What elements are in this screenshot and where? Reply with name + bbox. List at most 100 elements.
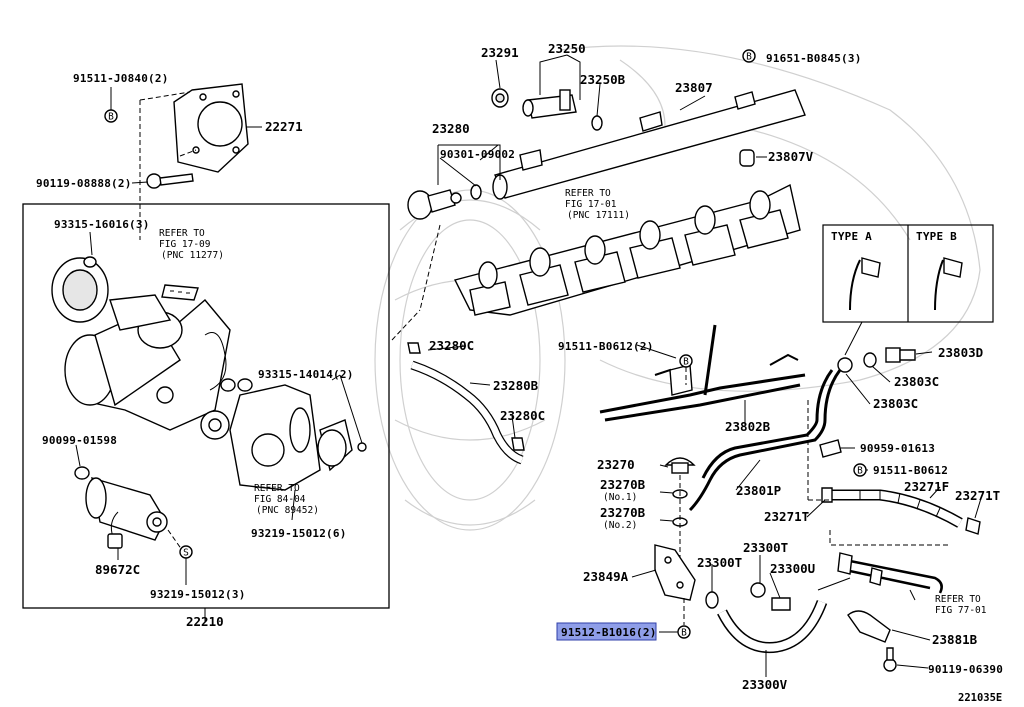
label-23803d: 23803D bbox=[938, 345, 983, 360]
pressure-regulator-23280 bbox=[407, 189, 462, 220]
label-23300t-left: 23300T bbox=[697, 555, 742, 570]
clamp-90959-01613 bbox=[819, 439, 842, 458]
throttle-body-group-frame bbox=[22, 203, 390, 609]
pressure-damper-23270 bbox=[664, 457, 696, 474]
refer-note-2-line2: FIG 17-01 bbox=[565, 199, 617, 210]
label-90099-01598: 90099-01598 bbox=[42, 434, 117, 447]
label-23291: 23291 bbox=[481, 45, 519, 60]
refer-note-2-line1: REFER TO bbox=[565, 188, 611, 199]
label-23807v: 23807V bbox=[768, 149, 814, 164]
symbol-b-91511-b0612-2: B bbox=[679, 354, 693, 368]
o-ring-23250b bbox=[591, 115, 603, 131]
fuel-delivery-pipe-23807 bbox=[492, 89, 806, 200]
label-23849a: 23849A bbox=[583, 569, 629, 584]
label-89672c: 89672C bbox=[95, 562, 140, 577]
type-a-union bbox=[849, 257, 881, 311]
svg-text:B: B bbox=[681, 628, 687, 639]
fuel-hose-23801p bbox=[688, 369, 842, 512]
clamp-23271t-right bbox=[965, 517, 981, 535]
refer-note-1-line2: FIG 17-09 bbox=[159, 239, 211, 250]
watermark-emblem bbox=[374, 189, 566, 531]
label-93315-16016: 93315-16016(3) bbox=[54, 218, 150, 231]
highlight-91512-b1016[interactable] bbox=[556, 622, 657, 641]
o-ring-small bbox=[220, 378, 253, 392]
label-23803c-a: 23803C bbox=[894, 374, 939, 389]
label-23280c-top: 23280C bbox=[429, 338, 474, 353]
throttle-body-22210 bbox=[51, 256, 231, 431]
label-no2: (No.2) bbox=[603, 520, 637, 531]
svg-text:B: B bbox=[683, 357, 689, 368]
label-23881b: 23881B bbox=[932, 632, 978, 647]
label-plate bbox=[161, 284, 199, 301]
gasket-22271 bbox=[173, 83, 249, 173]
refer-note-3-line2: FIG 84-04 bbox=[254, 494, 306, 505]
label-23271t-right: 23271T bbox=[955, 488, 1000, 503]
refer-note-4-line1: REFER TO bbox=[935, 594, 981, 605]
label-no1: (No.1) bbox=[603, 492, 637, 503]
type-b-union bbox=[934, 257, 963, 311]
bolt-90119-06390 bbox=[883, 647, 897, 672]
clamp-23271t-left bbox=[821, 487, 833, 503]
label-90119-08888: 90119-08888(2) bbox=[36, 177, 132, 190]
fuel-tube-refer-77-01 bbox=[817, 552, 943, 594]
label-23280c-bottom: 23280C bbox=[500, 408, 545, 423]
intake-manifold bbox=[453, 183, 801, 316]
hose-23271f bbox=[830, 489, 963, 528]
label-22210: 22210 bbox=[186, 614, 224, 629]
cushion-23291 bbox=[491, 88, 509, 108]
sensor-cover bbox=[229, 384, 353, 491]
symbol-b-91512-b1016: B bbox=[677, 625, 691, 639]
label-93315-14014: 93315-14014(2) bbox=[258, 368, 354, 381]
idle-actuator bbox=[85, 477, 168, 549]
label-23250: 23250 bbox=[548, 41, 586, 56]
vacuum-hose-23280b bbox=[410, 360, 524, 465]
label-23300u: 23300U bbox=[770, 561, 815, 576]
label-90959-01613: 90959-01613 bbox=[860, 442, 935, 455]
symbol-s-93219-15012: S bbox=[179, 545, 193, 559]
bracket-23802 bbox=[669, 364, 693, 396]
hose-23300v bbox=[717, 599, 828, 654]
label-23802b: 23802B bbox=[725, 419, 771, 434]
union-23803c bbox=[837, 352, 877, 373]
svg-text:S: S bbox=[183, 548, 189, 559]
union-23300t-right bbox=[750, 582, 766, 598]
label-22271: 22271 bbox=[265, 119, 303, 134]
legend-type-b: TYPE B bbox=[916, 230, 957, 243]
o-ring-90301-09002 bbox=[470, 184, 482, 200]
label-23803c-b: 23803C bbox=[873, 396, 918, 411]
bracket-23849a bbox=[654, 544, 696, 601]
label-23300v: 23300V bbox=[742, 677, 788, 692]
label-23271f: 23271F bbox=[904, 479, 949, 494]
refer-note-2-line3: (PNC 17111) bbox=[567, 210, 630, 221]
label-91511-j0840: 91511-J0840(2) bbox=[73, 72, 169, 85]
diagram-code: 221035E bbox=[958, 692, 1002, 704]
label-23271t-left: 23271T bbox=[764, 509, 809, 524]
gear-disc bbox=[200, 410, 230, 440]
washer-90099-01598 bbox=[74, 466, 90, 480]
refer-note-4-line2: FIG 77-01 bbox=[935, 605, 987, 616]
label-23807: 23807 bbox=[675, 80, 713, 95]
refer-note-1-line1: REFER TO bbox=[159, 228, 205, 239]
label-91511-b0612-2: 91511-B0612(2) bbox=[558, 340, 654, 353]
label-23270b-1: 23270B bbox=[600, 477, 646, 492]
svg-text:B: B bbox=[857, 466, 863, 477]
symbol-b-91511-j0840: B bbox=[104, 109, 118, 123]
refer-note-3-line1: REFER TO bbox=[254, 483, 300, 494]
legend-type-a: TYPE A bbox=[831, 230, 872, 243]
label-23300t-top: 23300T bbox=[743, 540, 788, 555]
label-90301-09002: 90301-09002 bbox=[440, 148, 515, 161]
clamp-23881b bbox=[847, 610, 891, 643]
grommet-23807v bbox=[739, 149, 755, 167]
symbol-b-91651-b0845: B bbox=[742, 49, 756, 63]
label-90119-06390: 90119-06390 bbox=[928, 663, 1003, 676]
label-23250b: 23250B bbox=[580, 72, 626, 87]
label-91651-b0845: 91651-B0845(3) bbox=[766, 52, 862, 65]
label-93219-15012-6: 93219-15012(6) bbox=[251, 527, 347, 540]
svg-text:B: B bbox=[108, 112, 114, 123]
hose-clamp-top bbox=[407, 342, 421, 354]
label-23280: 23280 bbox=[432, 121, 470, 136]
label-91512-b1016[interactable]: 91512-B1016(2) bbox=[561, 626, 657, 639]
label-23270: 23270 bbox=[597, 457, 635, 472]
hose-clamp-bottom bbox=[511, 437, 525, 451]
